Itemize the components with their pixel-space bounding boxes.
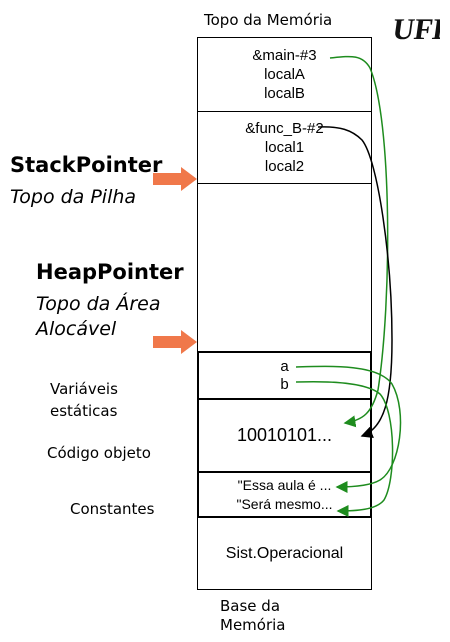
os-block: Sist.Operacional [197, 517, 372, 590]
bottom-label-line-1: Base da [220, 597, 281, 615]
object-code-content: 10010101... [236, 425, 333, 445]
stack-pointer-arrow-icon [153, 167, 197, 191]
heap-pointer-subtitle-line-1: Topo da Área [36, 293, 161, 315]
func-b-local-2: local2 [264, 158, 305, 175]
main-return-link [329, 55, 389, 428]
static-var-b: b [280, 375, 289, 393]
main-return-address: &main-#3 [252, 47, 317, 64]
var-b-link [295, 380, 394, 517]
func-b-return-link [317, 126, 393, 439]
constant-2: "Será mesmo... [236, 495, 333, 512]
stack-pointer-title: StackPointer [10, 153, 163, 177]
func-b-return-address: &func_B-#2 [245, 120, 324, 137]
constant-1: "Essa aula é ... [237, 476, 332, 493]
stack-pointer-subtitle: Topo da Pilha [10, 186, 137, 208]
heap-pointer-arrow-icon [153, 330, 197, 354]
constants-label: Constantes [70, 500, 155, 518]
heap-pointer-title: HeapPointer [36, 260, 184, 284]
var-a-link [295, 365, 402, 493]
static-vars-label: Variáveis estáticas [50, 378, 118, 422]
heap-pointer-subtitle: Topo da Área Alocável [36, 292, 161, 342]
bottom-of-memory-label: Base da Memória [220, 597, 286, 635]
main-local-a: localA [264, 66, 305, 83]
object-code-label: Código objeto [47, 444, 151, 462]
top-of-memory-label: Topo da Memória [204, 11, 333, 29]
main-local-b: localB [264, 85, 305, 102]
bottom-label-line-2: Memória [220, 616, 286, 634]
static-vars-label-line-2: estáticas [50, 402, 118, 420]
static-var-a: a [280, 357, 289, 375]
func-b-local-1: local1 [264, 139, 305, 156]
os-label: Sist.Operacional [225, 544, 344, 562]
heap-pointer-subtitle-line-2: Alocável [36, 318, 117, 340]
static-vars-label-line-1: Variáveis [50, 380, 118, 398]
